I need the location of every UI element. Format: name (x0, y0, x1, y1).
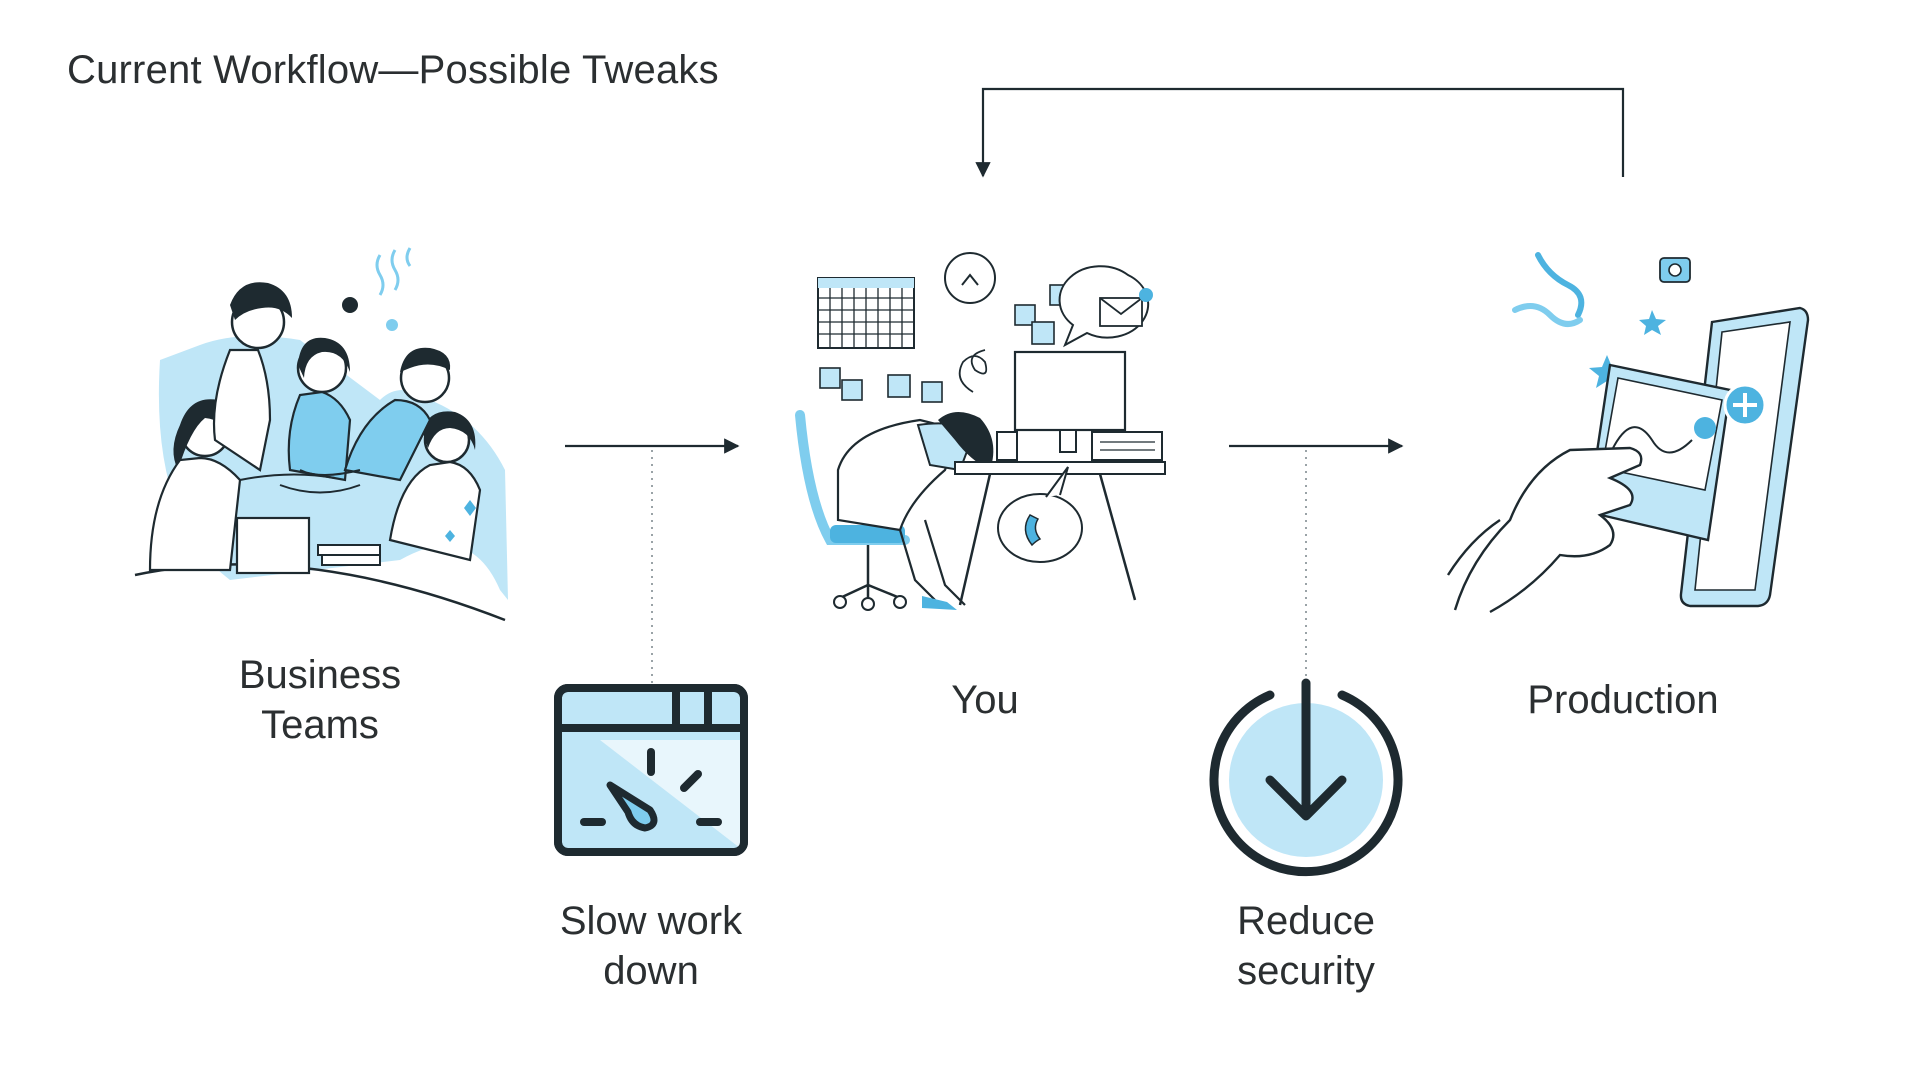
node-label-you: You (900, 675, 1070, 725)
download-arrow-circle-icon (1209, 678, 1403, 877)
business-teams-line-1: Business (238, 653, 402, 697)
reduce-security-line-1: Reduce (1237, 899, 1375, 943)
slide-title: Current Workflow—Possible Tweaks (67, 48, 719, 92)
reduce-security-line-2: security (1237, 949, 1375, 993)
node-label-production: Production (1508, 675, 1738, 725)
slow-work-line-1: Slow work (559, 899, 743, 943)
hand-holding-phone-illustration (1446, 252, 1810, 614)
effect-label-slow-work-down: Slow work down (546, 896, 756, 996)
slow-work-line-2: down (603, 949, 699, 993)
you-line-1: You (951, 678, 1019, 722)
team-collaboration-illustration (134, 247, 508, 622)
feedback-loop-connector (975, 87, 1625, 178)
node-label-business-teams: Business Teams (220, 650, 420, 750)
speedometer-window-icon (554, 684, 748, 856)
business-teams-line-2: Teams (261, 703, 379, 747)
effect-label-reduce-security: Reduce security (1206, 896, 1406, 996)
exhausted-worker-illustration (795, 252, 1166, 611)
production-line-1: Production (1527, 678, 1719, 722)
